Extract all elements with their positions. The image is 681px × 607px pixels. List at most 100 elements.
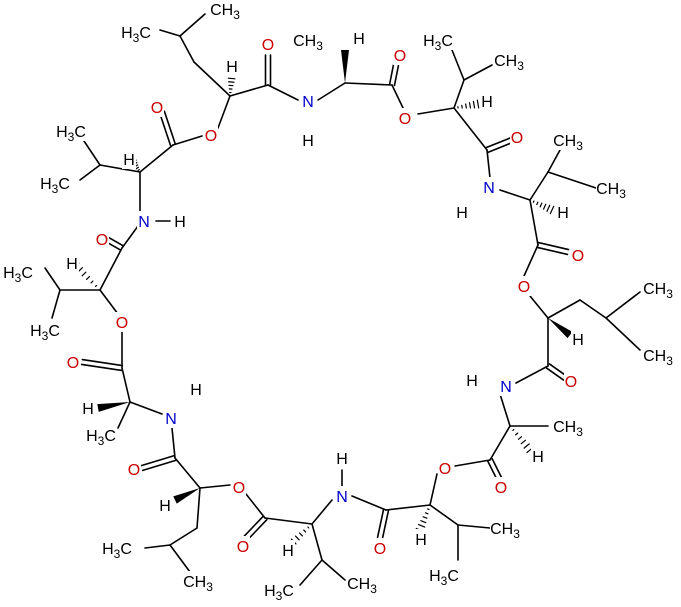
atom-main-text: H [159,498,171,515]
hash-bond [532,200,535,203]
atom-label-mask [158,495,172,515]
atom-symbol: N [500,379,512,396]
atom-symbol: CH3 [490,521,520,541]
atom-symbol: H3C [56,124,86,144]
atom-label-mask [531,446,545,466]
atom-label-o_bottom_1: O [236,536,250,556]
single-bond [51,289,61,319]
atom-main-text: H [466,373,478,390]
atom-main-text: O [518,279,530,296]
atom-label-o_bottom_ring: O [232,477,246,497]
atom-symbol: H [466,373,478,390]
atom-main-text: N [500,379,512,396]
bond-layer [44,13,641,586]
single-bond [169,544,191,573]
atom-label-h3c_left_val1: H3C [56,121,86,144]
atom-label-mask [301,130,315,150]
atom-label-mask [3,262,33,282]
hash-bond [517,436,523,440]
atom-label-n_right2: N [499,376,513,396]
double-bond [381,509,390,540]
atom-label-mask [564,371,578,391]
atom-label-mask [553,416,583,436]
atom-symbol: N [336,489,348,506]
atom-main-text: H [82,401,94,418]
atom-main-text: H [30,323,42,340]
single-bond [267,84,299,101]
atom-subscript: 3 [370,582,377,596]
single-bond [499,393,511,427]
atom-label-mask [86,425,116,445]
atom-main-text: O [572,248,584,265]
single-bond [159,29,181,37]
atom-tail-text: C [282,583,294,600]
atom-label-n_left: N [137,211,151,231]
atom-label-n_right: N [482,177,496,197]
single-bond [454,459,491,467]
atom-label-mask [281,540,295,560]
single-bond [429,504,459,526]
atom-subscript: 3 [666,287,673,301]
atom-main-text: O [374,541,386,558]
hash-bond [542,203,547,210]
atom-symbol: O [128,462,140,479]
atom-subscript: 3 [276,589,283,603]
atom-label-mask [137,211,151,231]
single-bond [311,523,323,561]
atom-main-text: H [56,124,68,141]
double-bond [548,363,568,377]
single-bond [457,524,491,529]
atom-label-h_left_val1: H [122,149,136,169]
atom-label-mask [189,379,203,399]
atom-label-mask [225,56,239,76]
single-bond [605,317,641,351]
atom-symbol: O [439,461,451,478]
atom-symbol: H [159,498,171,515]
hash-bond [476,99,480,109]
atom-main-text: O [116,315,128,332]
atom-symbol: O [394,48,406,65]
atom-label-mask [482,177,496,197]
single-bond [529,295,549,319]
atom-subscript: 3 [435,39,442,53]
atom-main-text: H [40,176,52,193]
atom-label-h3c_top_leu: H3C [121,22,151,45]
hash-bond [90,280,94,284]
atom-main-text: O [394,48,406,65]
wedge-bond [97,402,130,412]
atom-main-text: O [233,480,245,497]
atom-label-h_bottom_n: H [335,448,349,468]
hash-bond [420,520,427,524]
atom-subscript: 3 [42,329,49,343]
atom-symbol: O [511,130,523,147]
atom-symbol: H3C [429,568,459,588]
atom-subscript: 3 [206,580,213,594]
atom-label-ch3_right_leu2: CH3 [643,345,673,368]
atom-main-text: O [495,480,507,497]
atom-subscript: 3 [114,547,121,561]
single-bond [453,107,488,151]
atom-label-h_top_n: H [301,130,315,150]
atom-tail-text: C [447,568,459,585]
atom-label-o_right_ring2: O [438,458,452,478]
atom-label-o_right_1: O [510,127,524,147]
atom-label-o_top_1: O [261,34,275,54]
single-bond [489,425,511,461]
atom-label-mask [490,518,520,538]
atom-label-mask [65,253,79,273]
hash-bond [303,529,307,533]
atom-label-mask [204,125,218,145]
atom-label-mask [40,173,70,193]
atom-symbol: H [456,205,468,222]
atom-label-mask [596,178,626,198]
atom-symbol: H [336,451,348,468]
single-bond [529,171,549,201]
single-bond [547,299,581,319]
atom-main-text: H [572,332,584,349]
single-bond [139,144,174,173]
atom-label-ch3_bottom_val2: CH3 [490,518,520,541]
atom-label-n_top: N [301,91,315,111]
double-bond [545,367,565,381]
